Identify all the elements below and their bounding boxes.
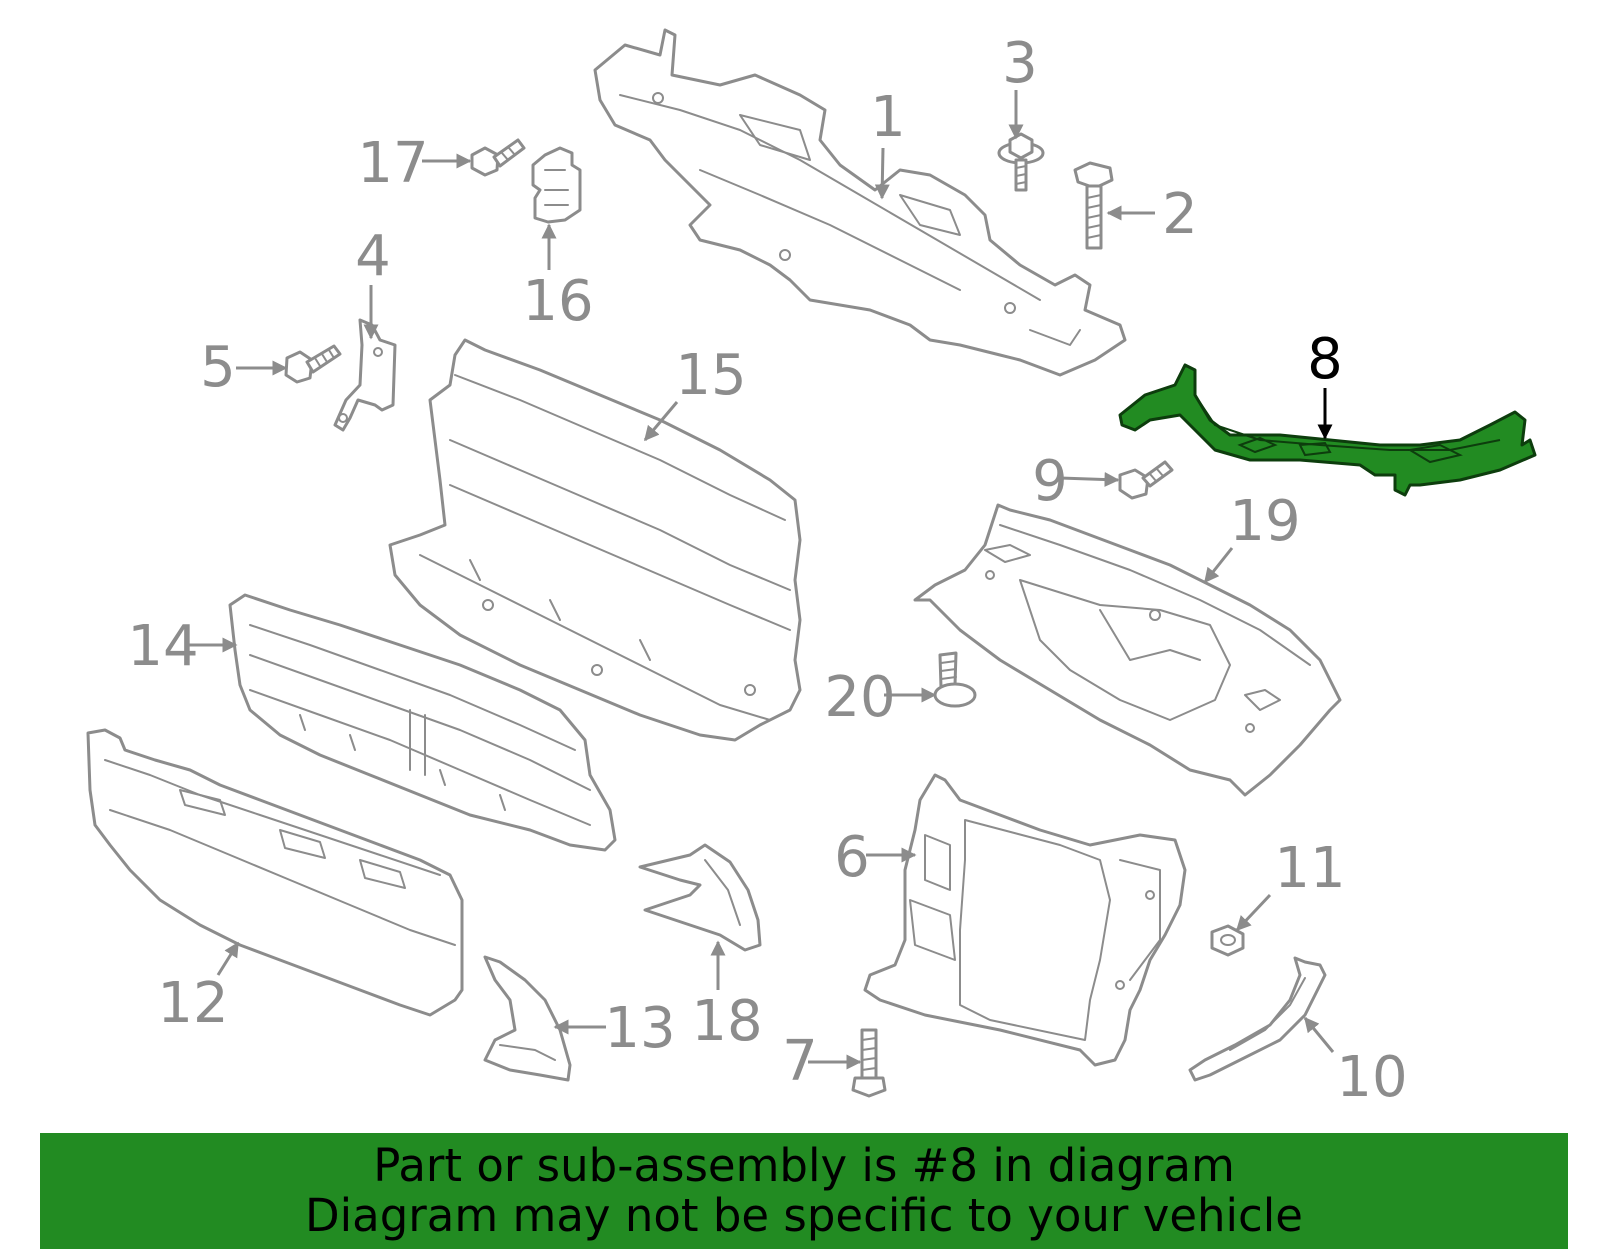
- part-5-bolt[interactable]: [284, 344, 342, 384]
- callout-15: 15: [675, 343, 746, 408]
- callout-numbers: 1 2 3 4 5 6 7 8 9 10 11 12 13 14 15 16 1…: [127, 31, 1407, 1110]
- leader-lines: [186, 90, 1335, 1070]
- banner-line-disclaimer: Diagram may not be specific to your vehi…: [305, 1189, 1303, 1242]
- callout-6: 6: [834, 825, 870, 890]
- part-11-nut[interactable]: [1210, 924, 1245, 957]
- callout-10: 10: [1336, 1045, 1407, 1110]
- part-18-lower-deflector[interactable]: [638, 843, 762, 952]
- callout-20: 20: [824, 665, 895, 730]
- callout-11: 11: [1274, 836, 1345, 901]
- callout-13: 13: [604, 996, 675, 1061]
- callout-16: 16: [522, 269, 593, 334]
- callout-9: 9: [1032, 449, 1068, 514]
- callout-3: 3: [1002, 31, 1038, 96]
- part-8-reinforcement-highlighted[interactable]: [1118, 363, 1537, 497]
- part-2-bolt[interactable]: [1073, 161, 1114, 250]
- callout-1: 1: [870, 85, 906, 150]
- part-6-radiator-support[interactable]: [863, 773, 1187, 1067]
- callout-4: 4: [355, 224, 391, 289]
- callout-2: 2: [1162, 182, 1198, 247]
- part-15-air-deflector[interactable]: [388, 338, 802, 742]
- part-12-lower-air-guide[interactable]: [86, 728, 464, 1017]
- part-20-push-pin[interactable]: [933, 651, 977, 708]
- callout-5: 5: [200, 335, 236, 400]
- part-10-deflector-strip[interactable]: [1188, 956, 1327, 1082]
- part-1-upper-tie-bar[interactable]: [593, 28, 1127, 377]
- part-3-flange-bolt[interactable]: [997, 132, 1045, 192]
- callout-8-highlighted: 8: [1307, 327, 1343, 392]
- banner-line-part-number: Part or sub-assembly is #8 in diagram: [373, 1139, 1235, 1192]
- callout-12: 12: [157, 971, 228, 1036]
- info-banner: Part or sub-assembly is #8 in diagram Di…: [40, 1133, 1568, 1249]
- callout-14: 14: [127, 614, 198, 679]
- part-14-grille-shutter[interactable]: [228, 593, 617, 852]
- callout-7: 7: [782, 1029, 818, 1094]
- part-7-bolt[interactable]: [851, 1028, 887, 1098]
- part-9-bolt[interactable]: [1118, 460, 1174, 500]
- callout-18: 18: [691, 989, 762, 1054]
- callout-19: 19: [1229, 489, 1300, 554]
- callout-17: 17: [357, 131, 428, 196]
- part-4-bracket[interactable]: [333, 318, 397, 432]
- part-19-splash-shield[interactable]: [913, 503, 1342, 797]
- part-13-side-deflector[interactable]: [483, 955, 572, 1082]
- part-16-clip[interactable]: [531, 146, 582, 224]
- part-17-bolt[interactable]: [470, 138, 526, 177]
